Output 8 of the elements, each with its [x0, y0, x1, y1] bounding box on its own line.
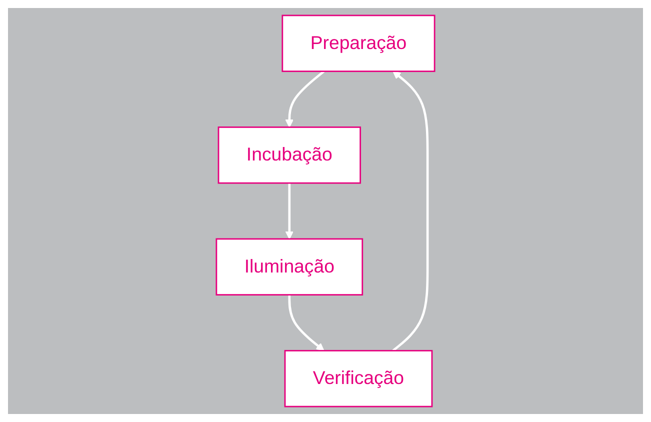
arrow: [288, 294, 324, 352]
node-box: Iluminação: [216, 238, 364, 296]
node-box: Preparação: [282, 14, 436, 72]
arrow: [285, 70, 325, 128]
node-box: Incubação: [218, 126, 362, 184]
node-box: Verificação: [284, 350, 433, 408]
arrow: [392, 70, 429, 352]
arrow: [285, 183, 294, 240]
